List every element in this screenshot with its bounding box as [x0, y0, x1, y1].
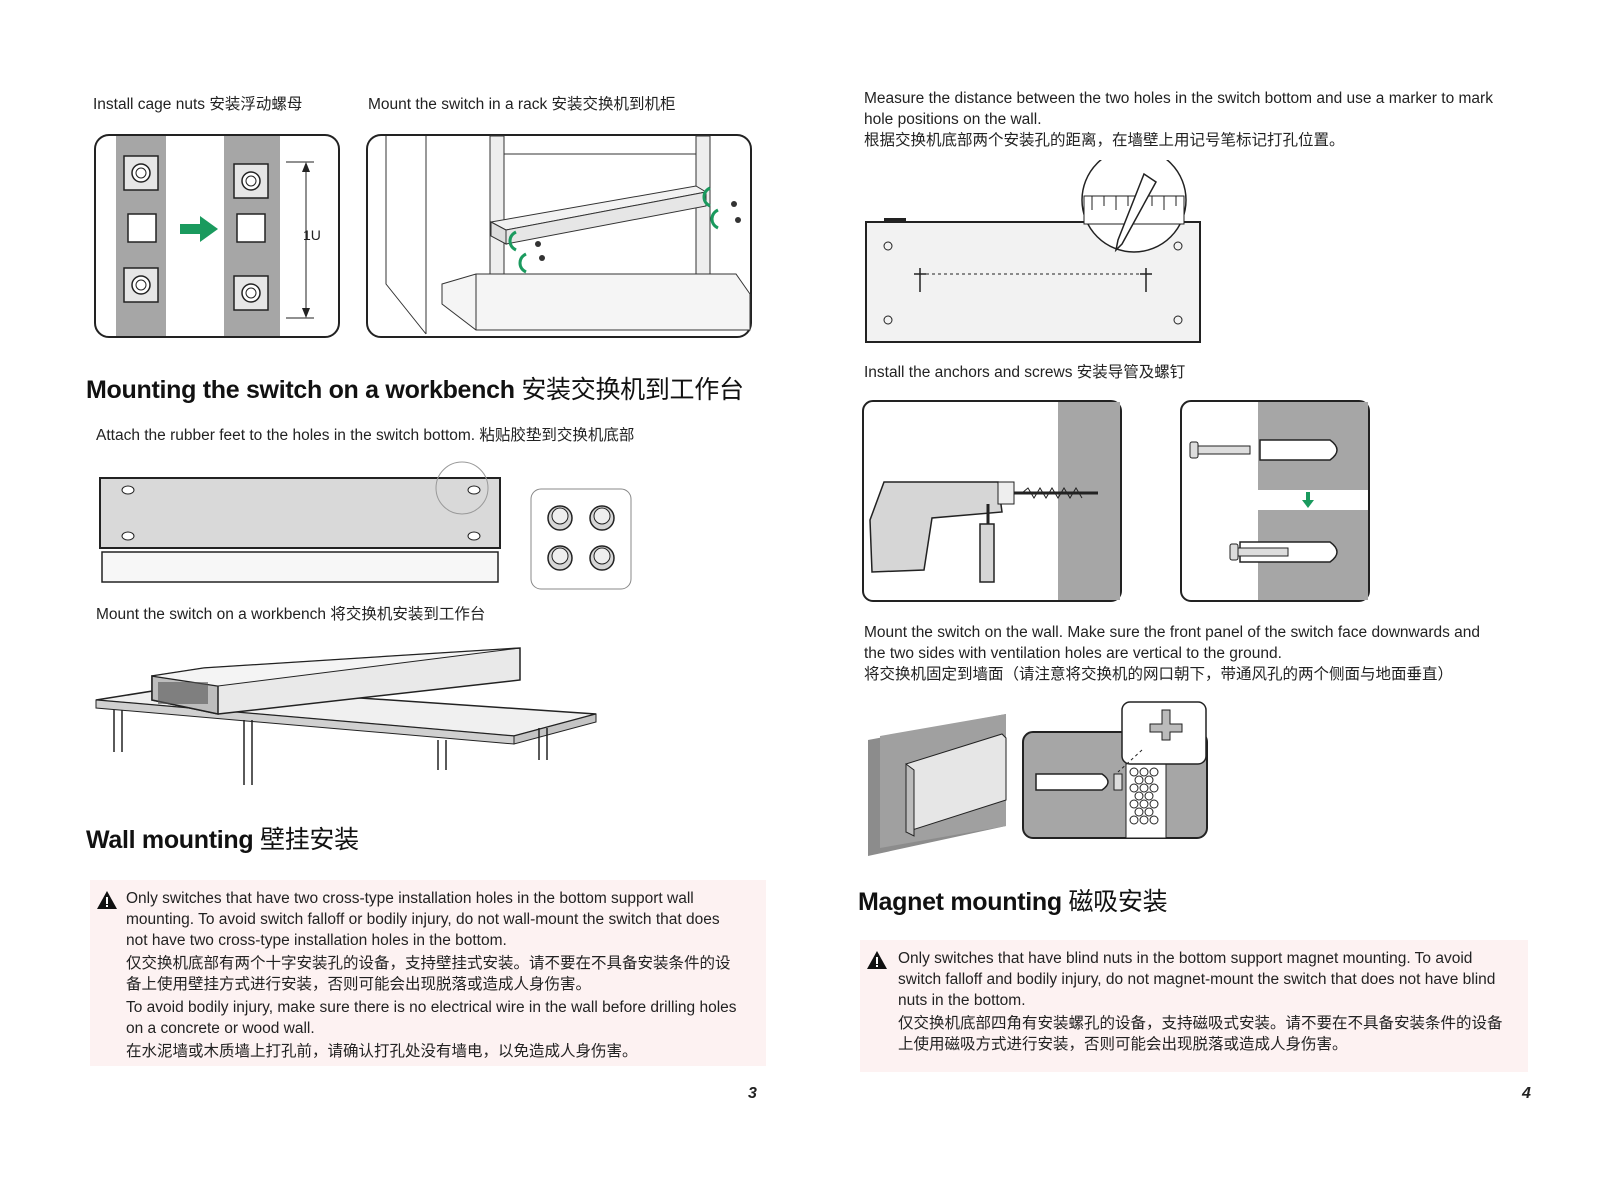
warning-box-wall: Only switches that have two cross-type i…	[90, 880, 766, 1066]
figure-rack-mount	[366, 134, 752, 338]
warning-icon	[866, 950, 888, 970]
warning-line: 在水泥墙或木质墙上打孔前，请确认打孔处没有墙电，以免造成人身伤害。	[126, 1043, 638, 1060]
warning-line: 仅交换机底部有两个十字安装孔的设备，支持壁挂式安装。请不要在不具备安装条件的设	[126, 955, 731, 972]
figure-cage-nuts	[94, 134, 340, 338]
figure-measure-holes	[864, 160, 1204, 350]
caption-measure-line: hole positions on the wall.	[864, 111, 1042, 128]
heading-workbench-zh: 安装交换机到工作台	[521, 376, 744, 404]
heading-wall-mounting: Wall mounting 壁挂安装	[86, 820, 359, 856]
figure-drill	[862, 400, 1122, 602]
warning-line: 备上使用壁挂方式进行安装，否则可能会出现脱落或造成人身伤害。	[126, 976, 592, 993]
caption-measure: Measure the distance between the two hol…	[864, 88, 1504, 151]
caption-rack-mount: Mount the switch in a rack 安装交换机到机柜	[368, 96, 676, 113]
warning-line: Only switches that have blind nuts in th…	[898, 950, 1473, 967]
warning-line: mounting. To avoid switch falloff or bod…	[126, 911, 720, 928]
warning-line: Only switches that have two cross-type i…	[126, 890, 694, 907]
warning-line: nuts in the bottom.	[898, 992, 1026, 1009]
heading-wall-zh: 壁挂安装	[260, 826, 359, 854]
caption-measure-line: Measure the distance between the two hol…	[864, 90, 1493, 107]
page-number-right: 4	[1522, 1085, 1531, 1102]
heading-wall-en: Wall mounting	[86, 826, 254, 854]
caption-wall-mount: Mount the switch on the wall. Make sure …	[864, 622, 1504, 685]
heading-workbench-en: Mounting the switch on a workbench	[86, 376, 515, 404]
figure-rubber-feet	[530, 488, 632, 590]
page-number-left: 3	[748, 1085, 757, 1102]
caption-cage-nuts: Install cage nuts 安装浮动螺母	[93, 96, 303, 113]
heading-magnet-mounting: Magnet mounting 磁吸安装	[858, 882, 1168, 918]
warning-line: switch falloff and bodily injury, do not…	[898, 971, 1496, 988]
warning-line: not have two cross-type installation hol…	[126, 932, 507, 949]
caption-rubber-feet: Attach the rubber feet to the holes in t…	[96, 427, 635, 444]
caption-wall-line: the two sides with ventilation holes are…	[864, 645, 1282, 662]
label-1u: 1U	[303, 227, 321, 243]
warning-icon	[96, 890, 118, 910]
warning-box-magnet: Only switches that have blind nuts in th…	[860, 940, 1528, 1072]
caption-measure-line: 根据交换机底部两个安装孔的距离，在墙壁上用记号笔标记打孔位置。	[864, 132, 1345, 149]
warning-line: on a concrete or wood wall.	[126, 1020, 315, 1037]
figure-wall-switch	[866, 712, 1012, 856]
figure-anchor-screw	[1180, 400, 1370, 602]
heading-magnet-zh: 磁吸安装	[1068, 888, 1168, 916]
figure-workbench	[94, 640, 604, 790]
warning-line: 上使用磁吸方式进行安装，否则可能会出现脱落或造成人身伤害。	[898, 1036, 1348, 1053]
figure-switch-bottom	[98, 460, 508, 590]
warning-line: 仅交换机底部四角有安装螺孔的设备，支持磁吸式安装。请不要在不具备安装条件的设备	[898, 1015, 1503, 1032]
warning-line: To avoid bodily injury, make sure there …	[126, 999, 737, 1016]
caption-workbench: Mount the switch on a workbench 将交换机安装到工…	[96, 606, 486, 623]
caption-wall-line: 将交换机固定到墙面（请注意将交换机的网口朝下，带通风孔的两个侧面与地面垂直）	[864, 666, 1454, 683]
figure-wall-anchor-detail	[1022, 700, 1208, 840]
caption-wall-line: Mount the switch on the wall. Make sure …	[864, 624, 1481, 641]
caption-anchors: Install the anchors and screws 安装导管及螺钉	[864, 364, 1186, 381]
heading-magnet-en: Magnet mounting	[858, 888, 1062, 916]
heading-workbench: Mounting the switch on a workbench 安装交换机…	[86, 370, 744, 406]
